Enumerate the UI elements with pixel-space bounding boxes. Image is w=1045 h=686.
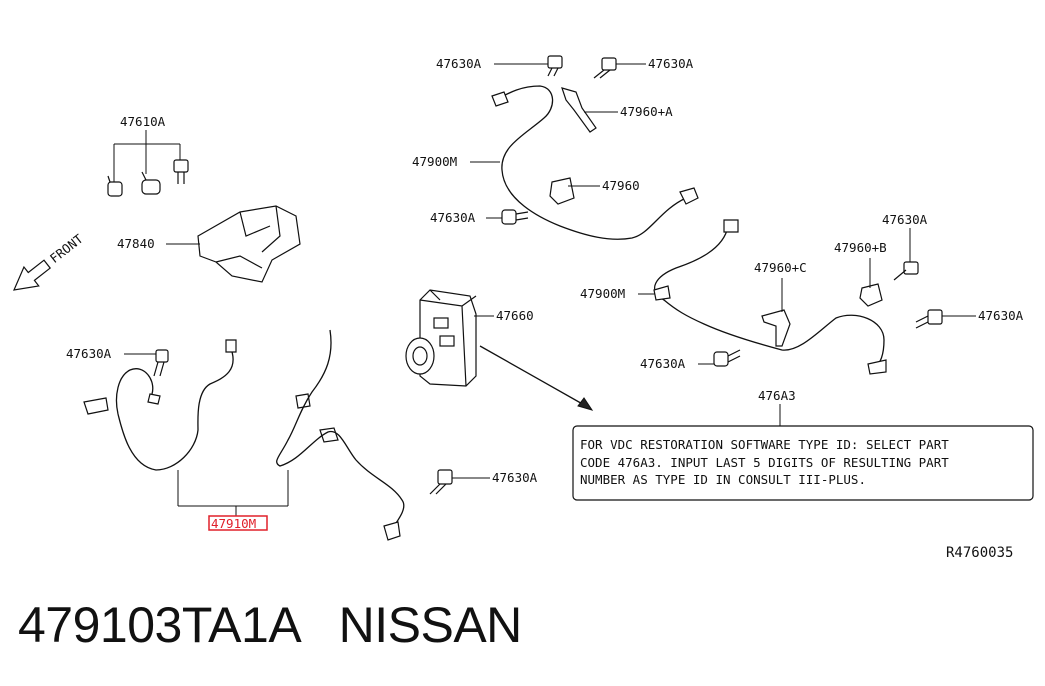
label-software[interactable]: 476A3 (758, 388, 796, 403)
label-bolt-right[interactable]: 47630A (978, 308, 1024, 323)
sensor-wire-front-left (653, 225, 885, 369)
bolt-icon (915, 309, 943, 329)
front-right-sensor-group: 47630A 47630A 47960+A 47900M 47960 47630… (412, 55, 699, 240)
bolt-icon (429, 469, 453, 495)
highlight-box (208, 515, 268, 531)
label-bolt-top-right[interactable]: 47630A (648, 56, 694, 71)
note-line-1: FOR VDC RESTORATION SOFTWARE TYPE ID: SE… (580, 437, 949, 452)
sensor-head (383, 521, 401, 541)
actuator-port (439, 335, 455, 347)
sensor-wire-front-right (495, 85, 687, 240)
bracket-front-detail (215, 205, 281, 269)
label-bolt-mid[interactable]: 47630A (430, 210, 476, 225)
label-sensor-front-left[interactable]: 47900M (580, 286, 625, 301)
bracket-plain-shape (549, 177, 575, 205)
bolt-icon (593, 57, 617, 79)
sensor-wire-rear-right (115, 345, 234, 471)
bracket-group: 47610A 47840 FRONT (13, 114, 301, 291)
sensor-clip (147, 393, 161, 405)
label-bolt-rear-left[interactable]: 47630A (66, 346, 112, 361)
label-bolt-lower[interactable]: 47630A (640, 356, 686, 371)
sensor-head (83, 397, 109, 415)
front-arrow-icon (13, 259, 52, 291)
front-left-sensor-group: 47630A 47960+B 47960+C 47900M 47630A 476… (580, 212, 1024, 375)
front-arrow: FRONT (13, 231, 86, 291)
software-note-group: 476A3 FOR VDC RESTORATION SOFTWARE TYPE … (572, 388, 1034, 501)
bracket-front-shape (197, 205, 301, 283)
label-sensor-front-right[interactable]: 47900M (412, 154, 457, 169)
bolt-icon (547, 55, 563, 77)
label-bolt-right-top[interactable]: 47630A (882, 212, 928, 227)
sensor-connector (679, 187, 699, 205)
label-bracket-plain[interactable]: 47960 (602, 178, 640, 193)
caption-brand: NISSAN (338, 597, 523, 653)
label-actuator[interactable]: 47660 (496, 308, 534, 323)
sensor-head (867, 359, 887, 375)
actuator-port (433, 317, 449, 329)
bolt-icon (501, 209, 529, 225)
label-sensor-rear[interactable]: 47910M (211, 516, 256, 531)
actuator-body (419, 289, 477, 387)
actuator-motor-cap (412, 346, 428, 366)
sensor-clip (653, 285, 671, 301)
rear-sensor-group: 47630A 47910M 47630A (66, 329, 538, 541)
label-bracket-front[interactable]: 47840 (117, 236, 155, 251)
abs-actuator-group: 47660 (405, 289, 594, 411)
caption-part-number: 479103TA1A (18, 597, 299, 653)
note-line-2: CODE 476A3. INPUT LAST 5 DIGITS OF RESUL… (580, 455, 949, 470)
bracket-a-shape (561, 87, 597, 133)
note-box (572, 425, 1034, 501)
bolt-icon (713, 349, 741, 367)
sensor-head (491, 91, 509, 107)
note-line-3: NUMBER AS TYPE ID IN CONSULT III-PLUS. (580, 472, 866, 487)
label-bolt-top-left[interactable]: 47630A (436, 56, 482, 71)
actuator-edges (419, 289, 477, 387)
reference-code: R4760035 (946, 545, 1013, 561)
arrow-head-icon (577, 397, 594, 411)
sensor-connector (225, 339, 237, 353)
bolt-icon (141, 171, 161, 195)
label-bracket-c[interactable]: 47960+C (754, 260, 807, 275)
label-front[interactable]: FRONT (47, 231, 86, 266)
bolt-icon (153, 349, 169, 377)
pointer-arrow (479, 345, 587, 407)
sensor-connector (723, 219, 739, 233)
label-bolt-group[interactable]: 47610A (120, 114, 166, 129)
sensor-clip (319, 427, 339, 443)
sensor-clip (295, 393, 311, 409)
bolt-icon (893, 261, 919, 281)
bracket-b-shape (859, 283, 883, 307)
bolt-icon (107, 175, 123, 197)
bracket-c-shape (761, 309, 791, 347)
label-bolt-rear[interactable]: 47630A (492, 470, 538, 485)
bolt-icon (173, 159, 189, 184)
actuator-motor (405, 337, 435, 375)
label-bracket-a[interactable]: 47960+A (620, 104, 673, 119)
label-bracket-b[interactable]: 47960+B (834, 240, 887, 255)
sensor-wire-rear-left (276, 329, 405, 533)
caption: 479103TA1A NISSAN (18, 596, 522, 654)
